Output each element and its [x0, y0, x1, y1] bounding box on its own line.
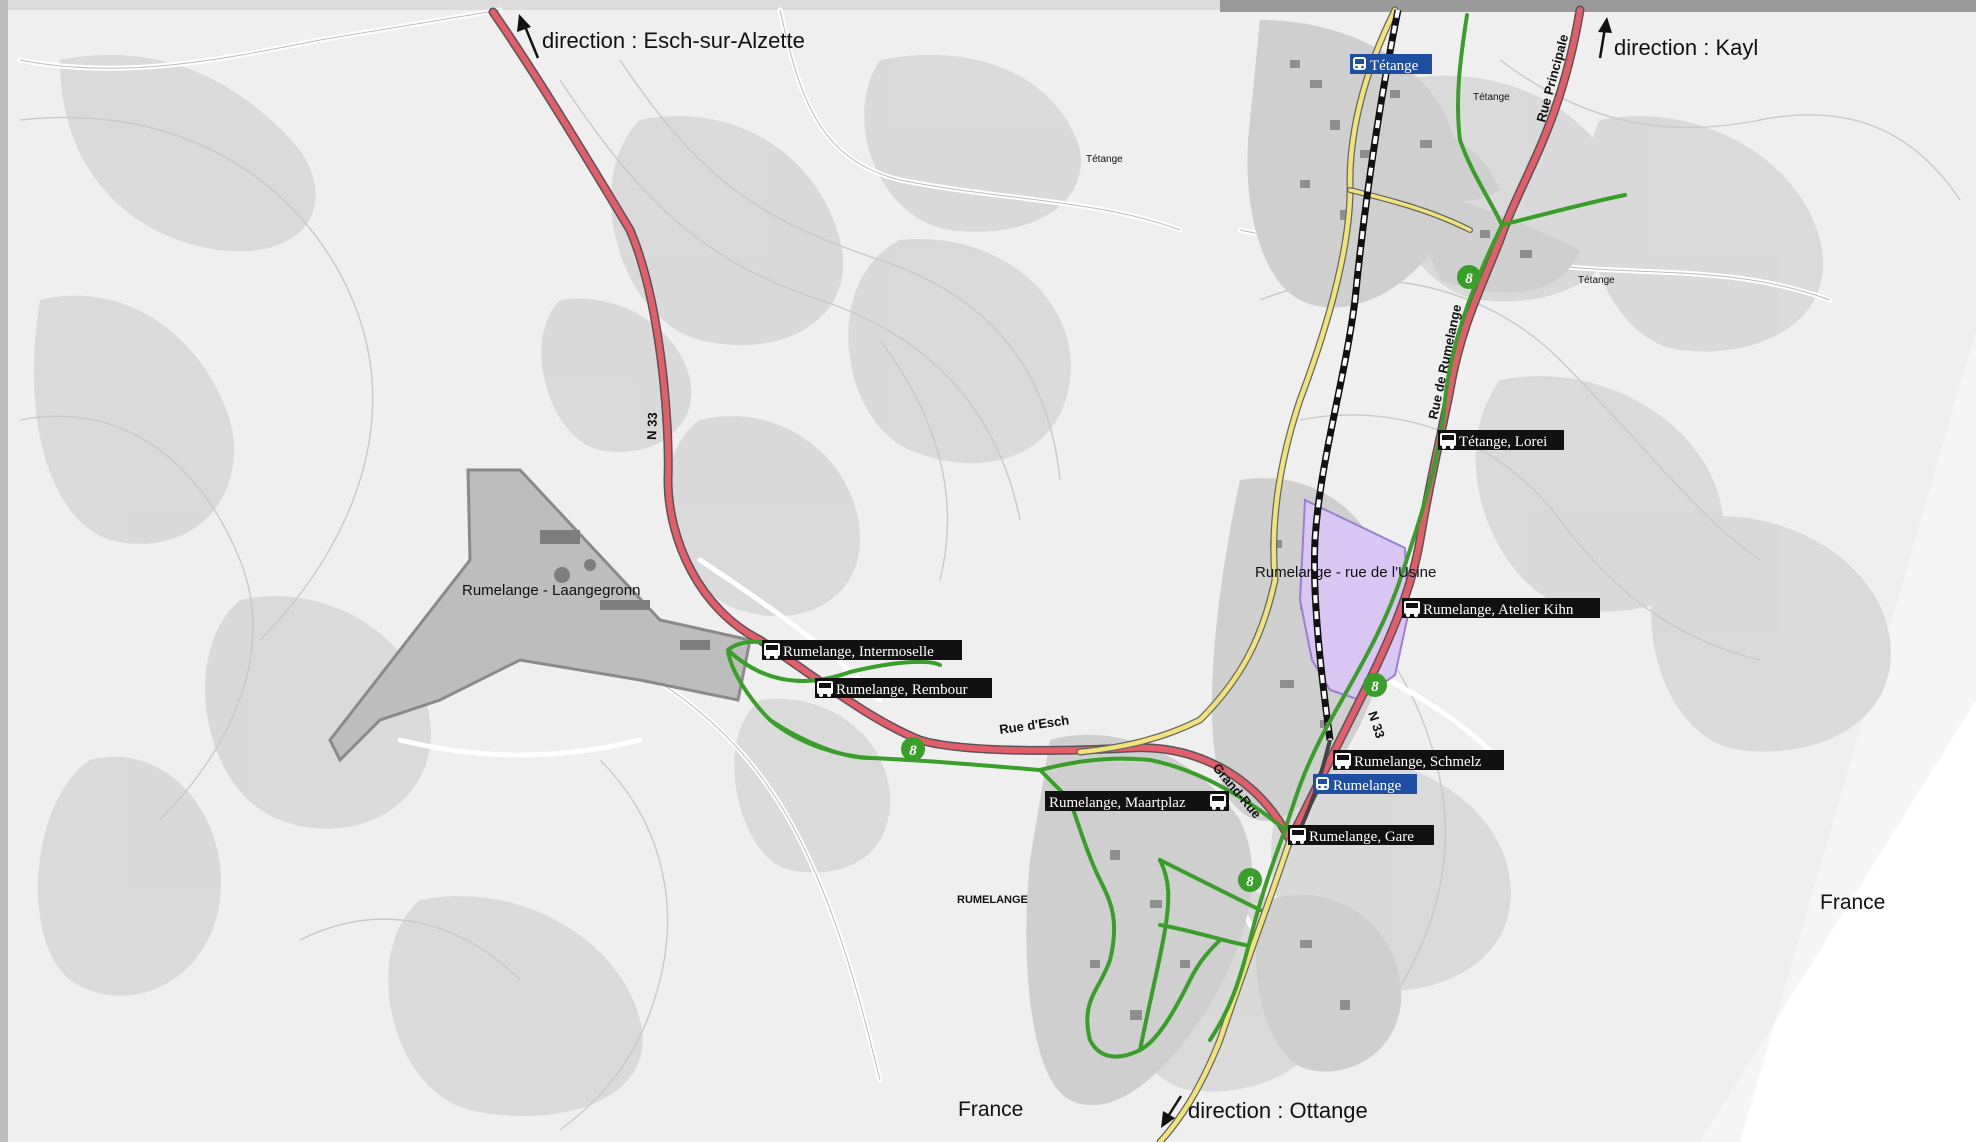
- bus-icon: [1290, 828, 1306, 844]
- bus-icon: [764, 643, 780, 659]
- arrow-up-icon: [1598, 17, 1612, 59]
- bus-line-8-marker-1[interactable]: 8: [1457, 265, 1481, 289]
- bus-icon: [1404, 601, 1420, 617]
- locality-label-tetange: Tétange: [1473, 92, 1510, 103]
- map-top-dark-strip: [1220, 0, 1976, 12]
- laangegronn-area: [328, 468, 752, 763]
- bus-stop-rembour[interactable]: Rumelange, Rembour: [815, 678, 992, 698]
- bus-icon: [1440, 433, 1456, 449]
- area-label-rue-usine: Rumelange - rue de l'Usine: [1255, 564, 1436, 581]
- bus-line-8-number: 8: [1371, 679, 1379, 695]
- bus-line-8-badge: [1363, 673, 1387, 697]
- bus-line-8-marker-2[interactable]: 8: [1363, 673, 1387, 697]
- map-left-border: [0, 0, 8, 1142]
- bus-stop-intermoselle[interactable]: Rumelange, Intermoselle: [762, 640, 962, 660]
- locality-label-tetange: Tétange: [1086, 154, 1123, 165]
- arrow-down-left-icon: [1161, 1095, 1183, 1128]
- direction-label: direction : Ottange: [1188, 1098, 1368, 1123]
- bus-line-8-number: 8: [909, 743, 917, 759]
- bus-route-8[interactable]: [726, 13, 1627, 1059]
- bus-stop-label: Rumelange, Maartplaz: [1049, 795, 1186, 811]
- map-top-border: [0, 0, 1220, 10]
- bus-stop-label: Tétange, Lorei: [1459, 434, 1547, 450]
- bus-line-8-badge: [1238, 868, 1262, 892]
- arrow-up-left-icon: [517, 14, 540, 59]
- direction-esch[interactable]: direction : Esch-sur-Alzette: [517, 14, 805, 59]
- locality-label-rumelange: RUMELANGE: [957, 894, 1028, 906]
- bus-icon: [1210, 794, 1226, 810]
- train-icon: [1316, 777, 1329, 790]
- bus-stop-label: Rumelange, Atelier Kihn: [1423, 602, 1574, 618]
- train-station-label: Tétange: [1370, 58, 1419, 74]
- bus-stop-maartplaz[interactable]: Rumelange, Maartplaz: [1045, 791, 1229, 811]
- bus-line-8-number: 8: [1465, 271, 1473, 287]
- direction-kayl[interactable]: direction : Kayl: [1598, 17, 1758, 60]
- train-station-rumelange[interactable]: Rumelange: [1313, 774, 1417, 794]
- bus-line-8-badge: [901, 737, 925, 761]
- bus-stop-label: Rumelange, Gare: [1309, 829, 1414, 845]
- bus-stop-tetange-lorei[interactable]: Tétange, Lorei: [1438, 430, 1564, 450]
- bus-stop-label: Rumelange, Schmelz: [1354, 754, 1482, 770]
- secondary-road[interactable]: [1076, 6, 1473, 1142]
- bus-stop-schmelz[interactable]: Rumelange, Schmelz: [1333, 750, 1504, 770]
- train-station-label: Rumelange: [1333, 778, 1402, 794]
- laangegronn-structures: [540, 530, 710, 650]
- area-label-laangegronn: Rumelange - Laangegronn: [462, 582, 640, 599]
- bus-line-8-number: 8: [1246, 874, 1254, 890]
- n33-road[interactable]: [488, 5, 1585, 851]
- train-station-tetange[interactable]: Tétange: [1350, 54, 1432, 74]
- direction-label: direction : Kayl: [1614, 35, 1758, 60]
- train-icon: [1353, 57, 1366, 70]
- bus-icon: [1335, 753, 1351, 769]
- map-fade-area: [1700, 330, 1976, 1142]
- bus-line-8-badge: [1457, 265, 1481, 289]
- bus-stop-gare[interactable]: Rumelange, Gare: [1288, 825, 1434, 845]
- direction-label: direction : Esch-sur-Alzette: [542, 28, 805, 53]
- direction-ottange[interactable]: direction : Ottange: [1161, 1095, 1368, 1128]
- country-label-france: France: [1820, 891, 1885, 914]
- bus-line-8-marker-3[interactable]: 8: [901, 737, 925, 761]
- bus-line-8-marker-4[interactable]: 8: [1238, 868, 1262, 892]
- bus-stop-label: Rumelange, Rembour: [836, 682, 968, 698]
- bus-stop-label: Rumelange, Intermoselle: [783, 644, 934, 660]
- road-label-n33: N 33: [644, 412, 660, 440]
- country-label-france: France: [958, 1098, 1023, 1121]
- bus-icon: [817, 681, 833, 697]
- locality-label-tetange: Tétange: [1578, 275, 1615, 286]
- bus-stop-atelier-kihn[interactable]: Rumelange, Atelier Kihn: [1402, 598, 1600, 618]
